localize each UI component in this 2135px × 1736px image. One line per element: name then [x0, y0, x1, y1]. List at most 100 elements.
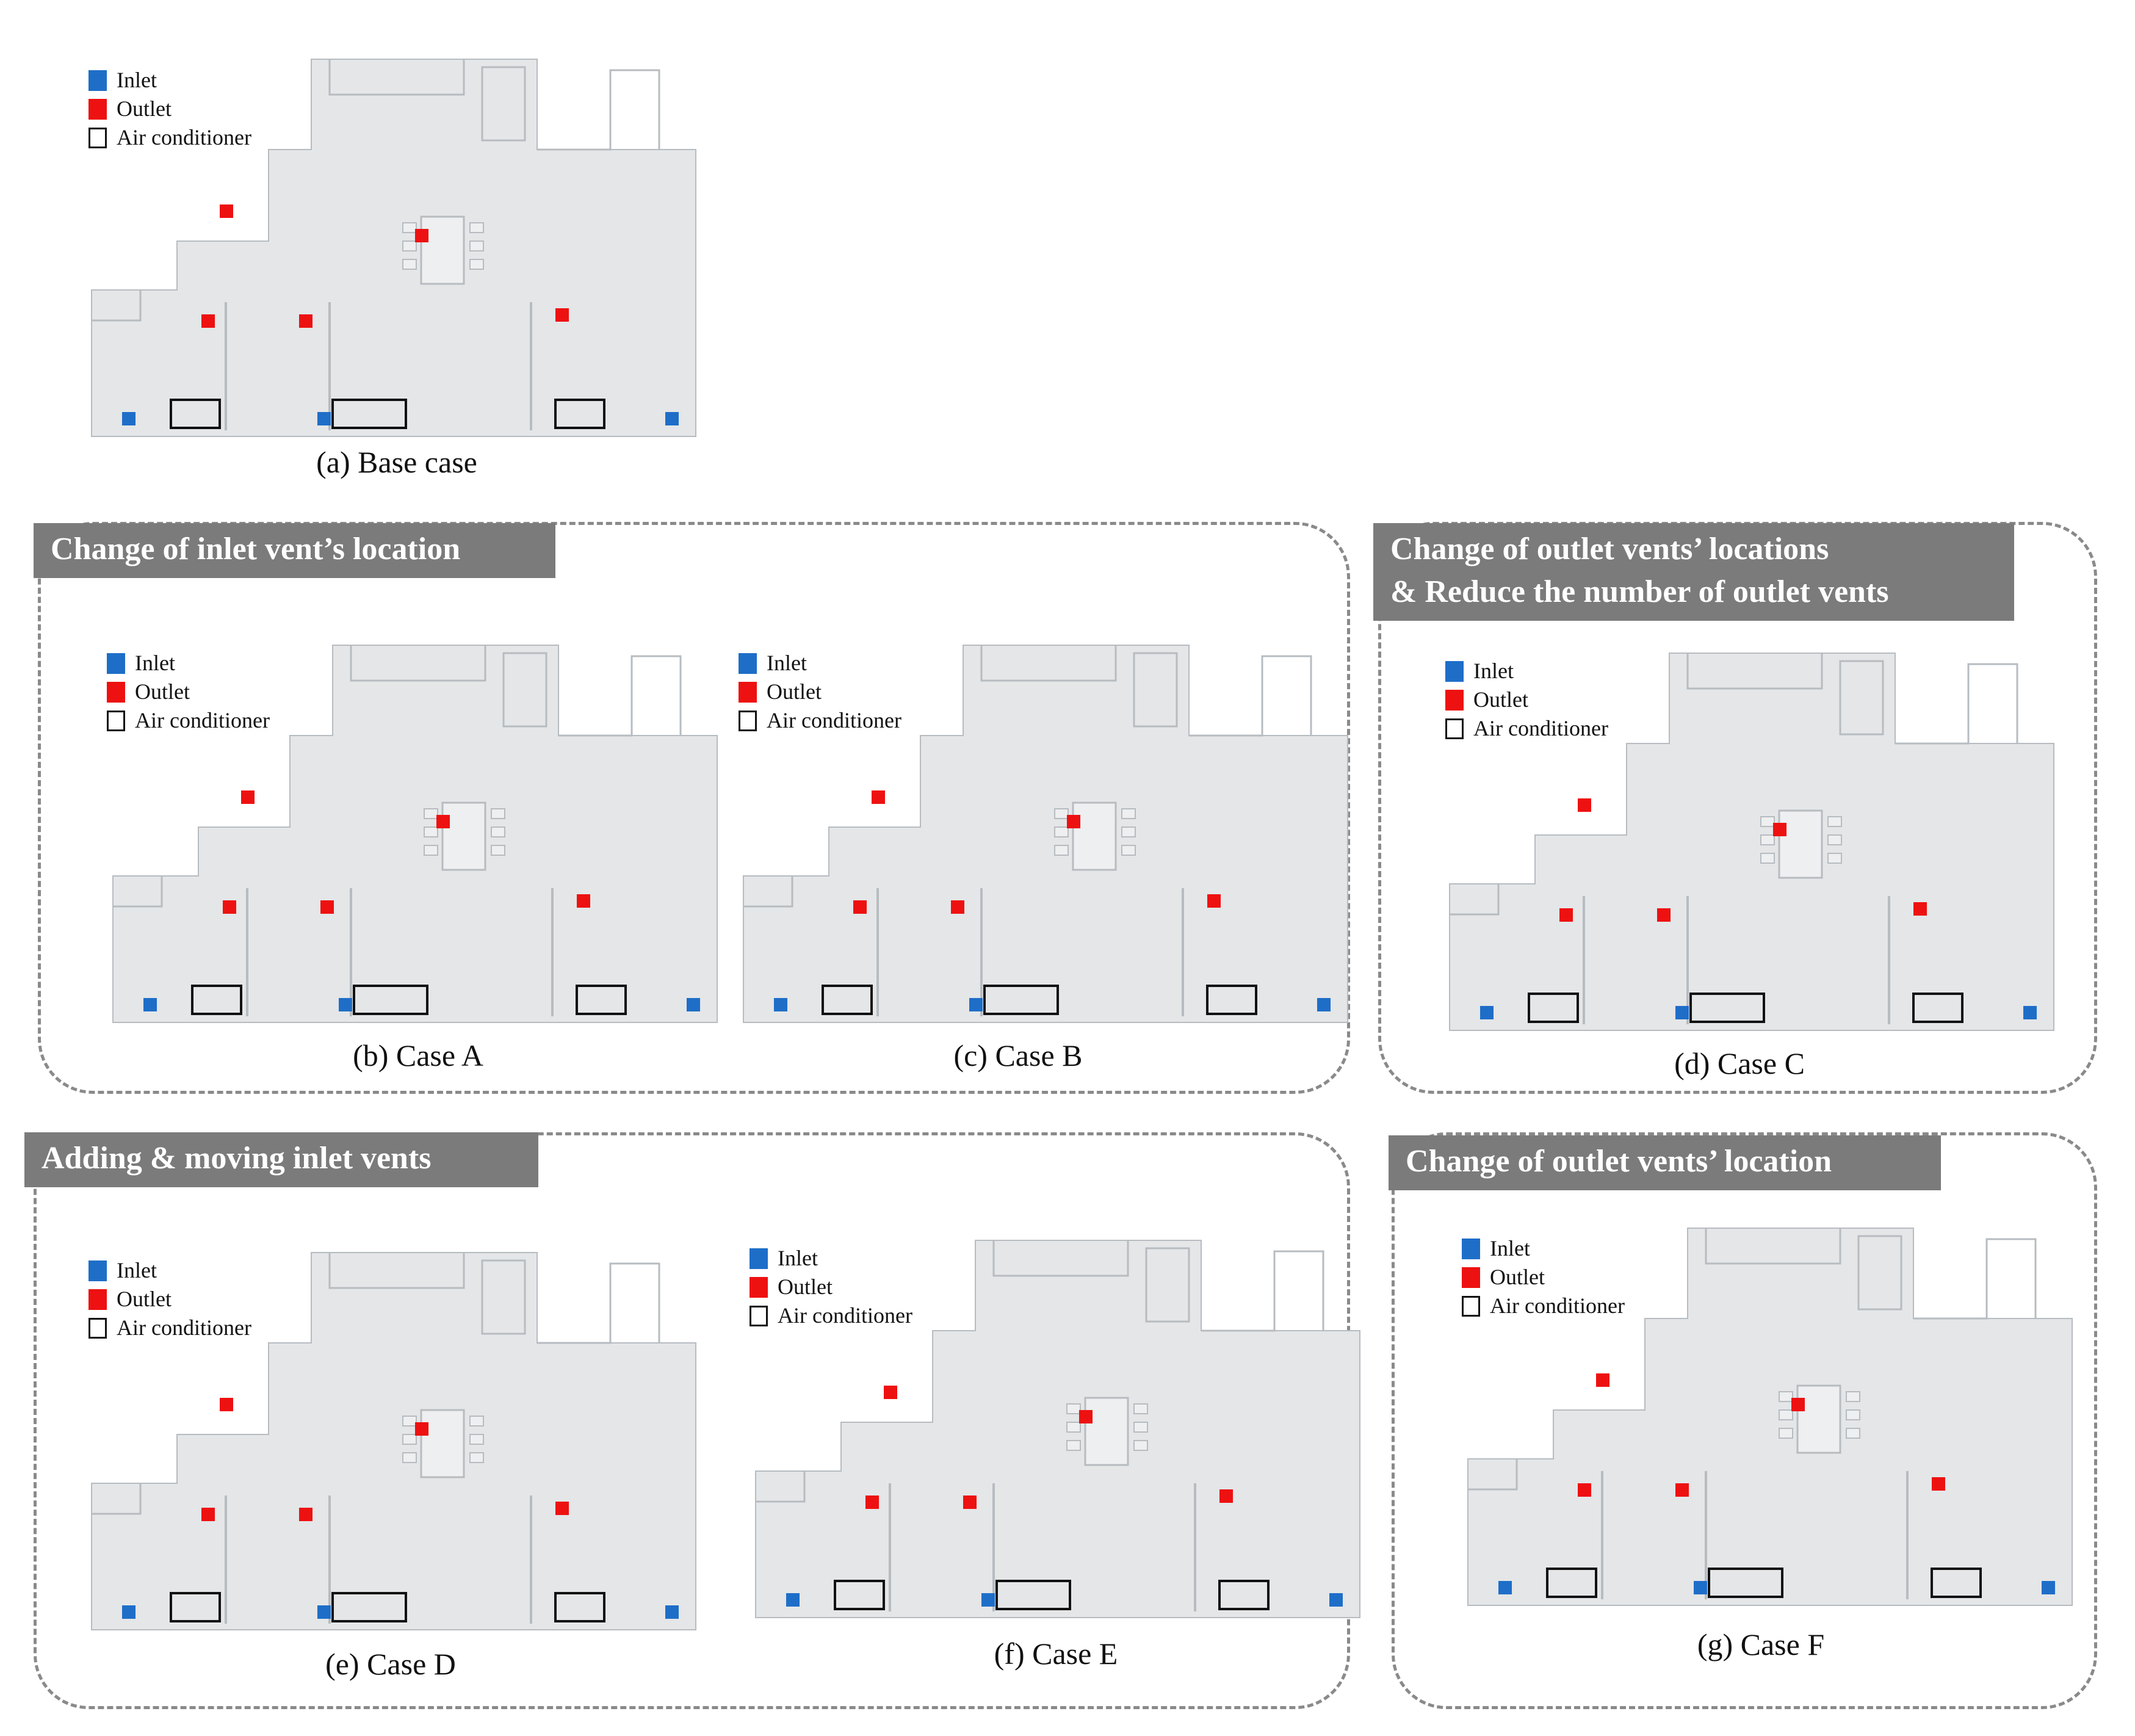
- caption-d: (d) Case C: [1674, 1046, 1805, 1080]
- inlet-swatch: [89, 1260, 107, 1281]
- legend-ac: Air conditioner: [739, 706, 901, 735]
- air-conditioner-unit: [1912, 993, 1963, 1023]
- outlet-vent: [241, 790, 255, 804]
- outlet-vent: [201, 314, 215, 328]
- air-conditioner-unit: [331, 1592, 407, 1622]
- upper-room-wall: [328, 59, 465, 96]
- legend-ac: Air conditioner: [107, 706, 270, 735]
- air-conditioner-swatch: [89, 127, 107, 148]
- legend-ac: Air conditioner: [89, 1314, 251, 1342]
- corner-cabinet: [743, 876, 793, 908]
- caption-f: (f) Case E: [994, 1637, 1118, 1671]
- air-conditioner-unit: [576, 985, 627, 1015]
- air-conditioner-unit: [1689, 993, 1765, 1023]
- storage-room: [1839, 660, 1884, 736]
- inlet-vent: [317, 1605, 331, 1619]
- meeting-table: [1084, 1397, 1129, 1466]
- air-conditioner-unit: [191, 985, 242, 1015]
- group-title-outlet-location: Change of outlet vents’ location: [1389, 1135, 1941, 1190]
- legend-outlet: Outlet: [1462, 1263, 1625, 1292]
- legend-outlet: Outlet: [750, 1273, 912, 1301]
- group-title-adding-moving-inlets: Adding & moving inlet vents: [24, 1132, 538, 1187]
- inlet-swatch: [107, 653, 125, 674]
- chair: [469, 1452, 484, 1463]
- corner-cabinet: [113, 876, 163, 908]
- upper-room-wall: [328, 1253, 465, 1289]
- inlet-vent: [1317, 998, 1331, 1011]
- group-box-inlet-location: [38, 522, 1350, 1094]
- air-conditioner-swatch: [1462, 1295, 1480, 1317]
- outlet-swatch: [89, 98, 107, 120]
- outlet-vent: [415, 229, 428, 242]
- air-conditioner-unit: [995, 1580, 1071, 1610]
- outlet-vent: [1578, 1483, 1591, 1497]
- legend-outlet: Outlet: [89, 1285, 251, 1314]
- air-conditioner-unit: [1708, 1568, 1783, 1598]
- upper-room-wall: [992, 1240, 1129, 1277]
- air-conditioner-swatch: [107, 710, 125, 731]
- inlet-vent: [1498, 1581, 1512, 1594]
- chair: [469, 1416, 484, 1427]
- chair: [402, 259, 417, 270]
- storage-room: [1145, 1247, 1190, 1323]
- inlet-vent: [2042, 1581, 2055, 1594]
- legend-inlet: Inlet: [1462, 1234, 1625, 1263]
- caption-b: (b) Case A: [353, 1038, 483, 1072]
- outlet-vent: [1578, 798, 1591, 812]
- inlet-vent: [665, 412, 679, 425]
- inlet-vent: [665, 1605, 679, 1619]
- outlet-vent: [963, 1495, 977, 1509]
- air-conditioner-unit: [554, 399, 605, 429]
- inlet-swatch: [1462, 1238, 1480, 1259]
- air-conditioner-swatch: [89, 1317, 107, 1339]
- right-tower-wall: [537, 69, 660, 151]
- air-conditioner-unit: [170, 1592, 221, 1622]
- chair: [402, 1452, 417, 1463]
- meeting-table: [1796, 1384, 1841, 1454]
- upper-room-wall: [1686, 653, 1823, 690]
- group-title-outlet-locations-reduce: Change of outlet vents’ locations & Redu…: [1373, 523, 2014, 621]
- chair: [1133, 1422, 1148, 1433]
- outlet-vent: [951, 900, 964, 914]
- storage-room: [1857, 1235, 1902, 1311]
- corner-cabinet: [1468, 1459, 1518, 1491]
- inlet-vent: [981, 1593, 995, 1607]
- legend-inlet: Inlet: [739, 649, 901, 678]
- inlet-vent: [1675, 1006, 1689, 1019]
- group-title-inlet-location: Change of inlet vent’s location: [34, 523, 555, 578]
- chair: [424, 845, 438, 856]
- inlet-vent: [786, 1593, 800, 1607]
- chair: [1846, 1409, 1860, 1420]
- right-tower-wall: [537, 1262, 660, 1344]
- chair: [469, 222, 484, 233]
- chair: [402, 1416, 417, 1427]
- chair: [1760, 816, 1775, 827]
- right-tower-wall: [558, 655, 682, 737]
- inlet-vent: [122, 1605, 135, 1619]
- outlet-vent: [1913, 902, 1927, 916]
- chair: [1054, 845, 1069, 856]
- legend-e: Inlet Outlet Air conditioner: [89, 1256, 251, 1342]
- caption-c: (c) Case B: [953, 1038, 1083, 1072]
- floor-plan-d: [1449, 653, 2054, 1031]
- chair: [491, 808, 505, 819]
- right-tower-wall: [1913, 1238, 2037, 1320]
- outlet-swatch: [1462, 1267, 1480, 1288]
- chair: [1827, 853, 1842, 864]
- air-conditioner-unit: [1546, 1568, 1597, 1598]
- air-conditioner-unit: [1206, 985, 1257, 1015]
- outlet-vent: [320, 900, 334, 914]
- air-conditioner-swatch: [750, 1305, 768, 1326]
- inlet-vent: [2023, 1006, 2037, 1019]
- legend-inlet: Inlet: [1445, 657, 1608, 685]
- legend-f: Inlet Outlet Air conditioner: [750, 1244, 912, 1330]
- chair: [1066, 1440, 1081, 1451]
- inlet-vent: [969, 998, 983, 1011]
- outlet-swatch: [89, 1289, 107, 1310]
- chair: [402, 1434, 417, 1445]
- meeting-table: [441, 801, 486, 871]
- air-conditioner-unit: [834, 1580, 885, 1610]
- chair: [424, 826, 438, 837]
- outlet-vent: [415, 1422, 428, 1436]
- chair: [1779, 1409, 1793, 1420]
